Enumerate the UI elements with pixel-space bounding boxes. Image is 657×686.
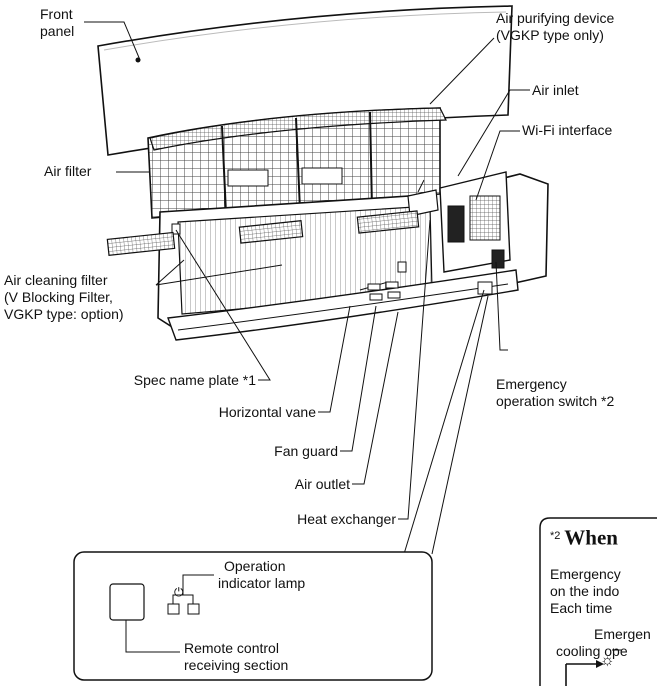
label-front-panel-line1: Front <box>40 6 74 23</box>
note-heading-text: When <box>564 526 618 550</box>
label-wifi-interface: Wi-Fi interface <box>522 122 612 139</box>
label-remote-line1: Remote control <box>184 640 288 657</box>
label-operation-indicator-lamp: Operation indicator lamp <box>218 558 305 592</box>
note-line3: Each time <box>550 600 621 617</box>
note-subline1: Emergen <box>556 626 651 643</box>
label-emergency-line2: operation switch *2 <box>496 393 614 410</box>
lamp-blink-icon: ☼ <box>600 652 615 669</box>
label-air-purifying-device: Air purifying device (VGKP type only) <box>496 10 614 44</box>
label-air-purifying-line2: (VGKP type only) <box>496 27 614 44</box>
label-horizontal-vane: Horizontal vane <box>136 404 316 421</box>
label-air-inlet: Air inlet <box>532 82 579 99</box>
note-superscript: *2 <box>550 530 560 542</box>
label-front-panel-line2: panel <box>40 23 74 40</box>
note-lines: Emergency on the indo Each time <box>550 566 621 617</box>
note-line2: on the indo <box>550 583 621 600</box>
label-fan-guard: Fan guard <box>180 443 338 460</box>
note-line1: Emergency <box>550 566 621 583</box>
label-operation-line2: indicator lamp <box>218 575 305 592</box>
label-air-outlet: Air outlet <box>180 476 350 493</box>
note-heading: *2 When <box>550 528 618 549</box>
label-air-cleaning-line3: VGKP type: option) <box>4 306 124 323</box>
label-spec-name-plate: Spec name plate *1 <box>106 372 256 389</box>
label-air-purifying-line1: Air purifying device <box>496 10 614 27</box>
label-air-cleaning-line2: (V Blocking Filter, <box>4 289 124 306</box>
label-heat-exchanger: Heat exchanger <box>136 511 396 528</box>
label-remote-receiving: Remote control receiving section <box>184 640 288 674</box>
label-front-panel: Front panel <box>40 6 74 40</box>
label-air-filter: Air filter <box>44 163 91 180</box>
power-icon: ⏻ <box>174 584 184 601</box>
label-remote-line2: receiving section <box>184 657 288 674</box>
label-emergency-switch: Emergency operation switch *2 <box>496 376 614 410</box>
label-air-cleaning-line1: Air cleaning filter <box>4 272 124 289</box>
label-emergency-line1: Emergency <box>496 376 614 393</box>
label-operation-line1: Operation <box>218 558 305 575</box>
label-air-cleaning-filter: Air cleaning filter (V Blocking Filter, … <box>4 272 124 323</box>
